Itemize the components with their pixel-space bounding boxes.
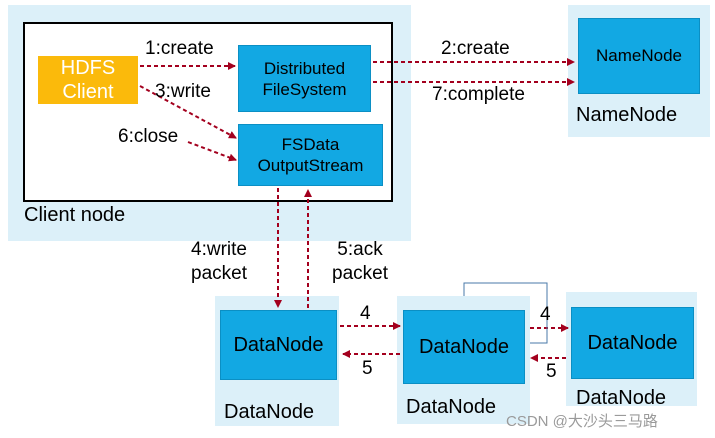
pipeline-bracket xyxy=(463,282,548,344)
namenode-caption: NameNode xyxy=(576,104,678,126)
watermark: CSDN @大沙头三马路 xyxy=(506,413,658,430)
datanode-caption-2: DataNode xyxy=(406,396,497,418)
distributed-filesystem-box[interactable]: Distributed FileSystem xyxy=(238,45,371,112)
datanode-box-3[interactable]: DataNode xyxy=(571,307,694,379)
datanode-caption-1: DataNode xyxy=(224,401,315,423)
label-ack-packet: 5:ack packet xyxy=(332,239,388,284)
label-complete-7: 7:complete xyxy=(432,84,525,105)
label-write-packet: 4:write packet xyxy=(191,239,247,284)
label-back-1: 5 xyxy=(362,358,373,379)
label-fwd-2: 4 xyxy=(540,304,551,325)
label-create-1: 1:create xyxy=(145,38,214,59)
datanode-box-1[interactable]: DataNode xyxy=(220,310,337,380)
fsdata-outputstream-box[interactable]: FSData OutputStream xyxy=(238,124,383,186)
label-create-2: 2:create xyxy=(441,38,510,59)
datanode-caption-3: DataNode xyxy=(576,387,667,409)
label-fwd-1: 4 xyxy=(360,303,371,324)
hdfs-client-box[interactable]: HDFS Client xyxy=(38,56,138,104)
namenode-box[interactable]: NameNode xyxy=(578,18,700,94)
datanode-box-2[interactable]: DataNode xyxy=(403,310,525,384)
client-node-label: Client node xyxy=(24,204,126,226)
label-close-6: 6:close xyxy=(118,126,179,147)
label-write-3: 3:write xyxy=(155,81,211,102)
label-back-2: 5 xyxy=(546,361,557,382)
arrow-close-6 xyxy=(187,141,237,162)
